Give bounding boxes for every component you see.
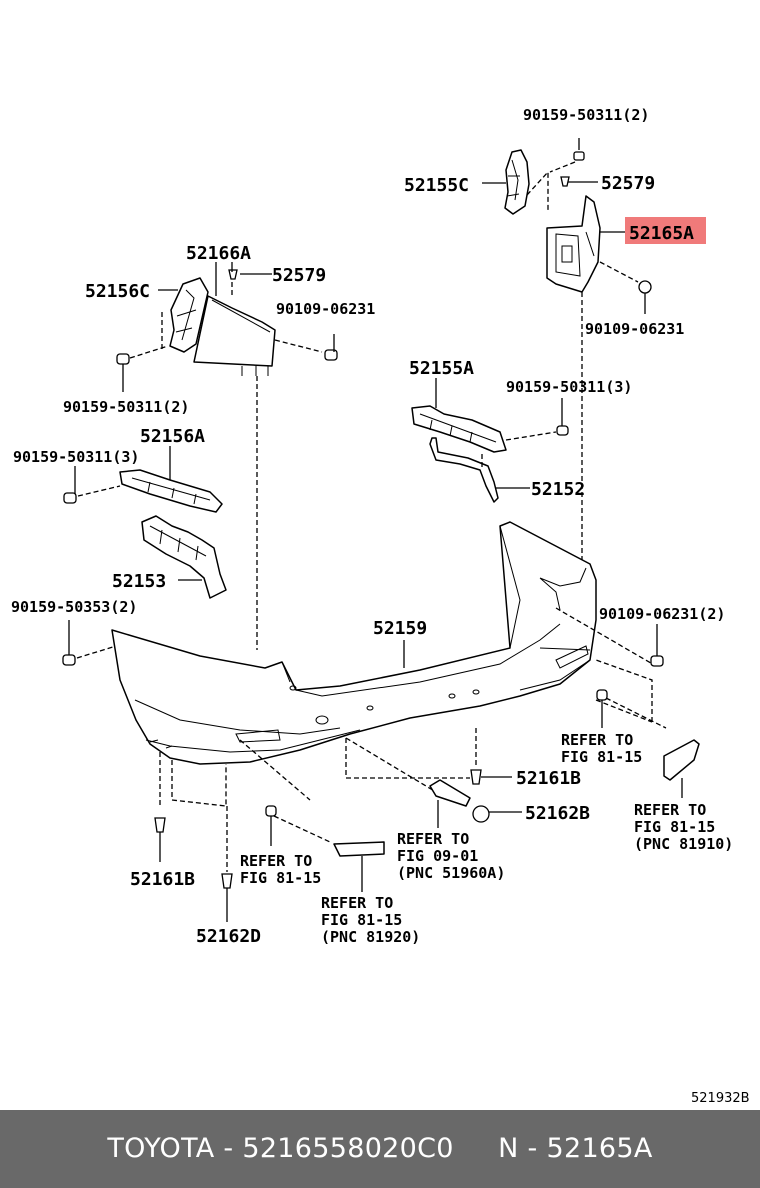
ref-pnc-81910-line2: FIG 81-15 [634,818,715,836]
clip-52579-left-icon [228,269,238,280]
bolt-90109-06231-2-icon [650,624,664,667]
ref-pnc-81920-line1: REFER TO [321,894,393,912]
clip-52161B-right-icon [470,769,512,785]
label-52156A: 52156A [140,426,205,447]
part-52155C-drawing [504,149,530,215]
bolt-90159-50311-right-icon [556,398,569,436]
ref-81-15-right-line2: FIG 81-15 [561,748,642,766]
label-52159: 52159 [373,618,427,639]
part-52166A-drawing [193,295,276,376]
bolt-90109-06231-right-icon [638,280,652,314]
label-52162B: 52162B [525,803,590,824]
part-52153-drawing [141,515,227,599]
ref-pnc-81920-line3: (PNC 81920) [321,928,420,946]
label-90109-06231-right: 90109-06231 [585,320,684,338]
bolt-90159-50311-left2-icon [63,492,77,504]
label-52579-left: 52579 [272,265,326,286]
label-52152: 52152 [531,479,585,500]
bolt-90159-50311-top-icon [573,138,585,161]
bolt-90159-50311-left-icon [116,353,130,392]
highlight-52165A [625,217,706,244]
reflector-pnc-81910-drawing [663,739,700,798]
clip-52162D-icon [221,873,233,922]
label-52155C: 52155C [404,175,469,196]
ref-81-15-left-line2: FIG 81-15 [240,869,321,887]
ref-pnc-81910-line1: REFER TO [634,801,706,819]
bolt-ref-81-15-left-icon [265,805,277,846]
figure-code: 521932B [691,1091,750,1106]
ref-09-01-line2: FIG 09-01 [397,847,478,865]
ref-81-15-right-line1: REFER TO [561,731,633,749]
label-52166A: 52166A [186,243,251,264]
label-52165A[interactable]: 52165A [629,223,694,244]
label-90159-50311-right: 90159-50311(3) [506,378,632,396]
part-52156A-drawing [119,469,223,513]
part-52155A-drawing [411,405,507,453]
part-52165A-drawing [546,195,601,293]
label-90109-06231-2: 90109-06231(2) [599,605,725,623]
bolt-ref-81-15-right-icon [596,689,608,728]
reflector-pnc-81920-drawing [333,841,385,892]
tow-hook-ref-09-01-drawing [429,779,471,828]
clip-52579-right-icon [560,176,570,187]
label-52156C: 52156C [85,281,150,302]
label-52579-right: 52579 [601,173,655,194]
label-90109-06231-left: 90109-06231 [276,300,375,318]
part-52159-bumper-drawing [111,521,597,765]
clip-52161B-left-icon [154,817,166,862]
label-52161B-right: 52161B [516,768,581,789]
label-90159-50311-left2: 90159-50311(3) [13,448,139,466]
label-52161B-left: 52161B [130,869,195,890]
bolt-90159-50353-icon [62,620,76,666]
parts-diagram: 90159-50311(2) 52155C 52579 52165A 90109… [11,106,750,1106]
label-52155A: 52155A [409,358,474,379]
ref-pnc-81910-line3: (PNC 81910) [634,835,733,853]
label-90159-50311-top: 90159-50311(2) [523,106,649,124]
part-52156C-drawing [169,277,209,353]
ref-pnc-81920-line2: FIG 81-15 [321,911,402,929]
bolt-90109-06231-left-icon [324,349,338,361]
footer-bar [0,1110,760,1188]
part-52152-drawing [429,437,499,503]
ref-09-01-line3: (PNC 51960A) [397,864,505,882]
label-52162D: 52162D [196,926,261,947]
label-90159-50353: 90159-50353(2) [11,598,137,616]
ref-81-15-left-line1: REFER TO [240,852,312,870]
cap-52162B-icon [472,805,522,823]
ref-09-01-line1: REFER TO [397,830,469,848]
label-52153: 52153 [112,571,166,592]
label-90159-50311-left: 90159-50311(2) [63,398,189,416]
footer-part-info: TOYOTA - 5216558020C0 N - 52165A [107,1133,653,1164]
